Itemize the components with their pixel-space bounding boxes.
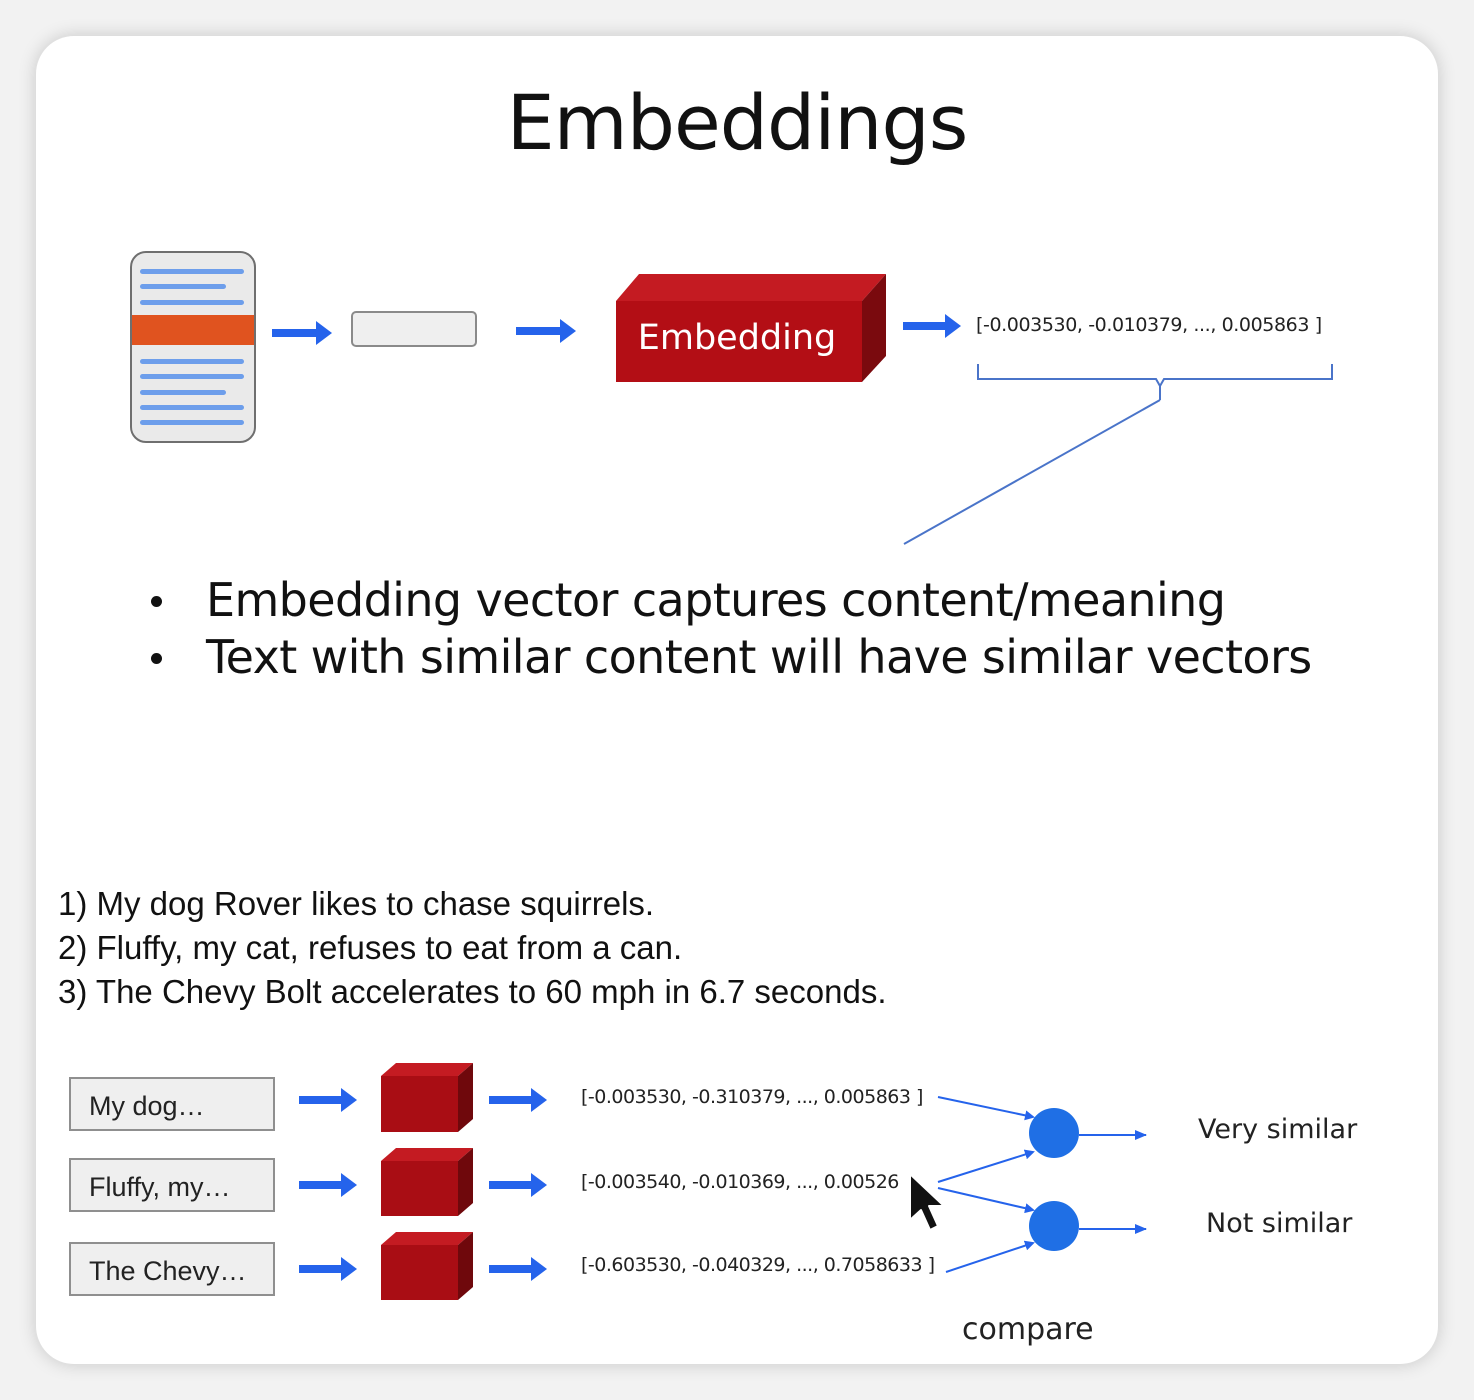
input-box-dog: My dog…	[69, 1077, 275, 1131]
input-box-fluffy: Fluffy, my…	[69, 1158, 275, 1212]
arrow-right-icon	[489, 1257, 547, 1281]
arrow-right-icon	[903, 314, 961, 338]
bullet-list: Embedding vector captures content/meanin…	[146, 572, 1312, 686]
compare-line	[937, 1096, 1035, 1121]
arrow-right-icon	[489, 1088, 547, 1112]
bullet-item: Embedding vector captures content/meanin…	[146, 572, 1312, 629]
slide-title: Embeddings	[506, 78, 969, 167]
arrow-right-icon	[272, 321, 332, 345]
text-chunk-box	[351, 311, 477, 347]
compare-node-icon	[1029, 1201, 1079, 1251]
result-not-similar: Not similar	[1206, 1208, 1353, 1239]
example-sentence: 2) Fluffy, my cat, refuses to eat from a…	[58, 929, 683, 966]
vector-text-2: [-0.003540, -0.010369, ..., 0.00526	[581, 1171, 899, 1193]
compare-line	[937, 1187, 1035, 1214]
vector-text-3: [-0.603530, -0.040329, ..., 0.7058633 ]	[581, 1254, 935, 1276]
mouse-cursor-icon	[909, 1173, 945, 1231]
arrow-right-icon	[516, 319, 576, 343]
arrow-right-icon	[299, 1173, 357, 1197]
example-sentence: 3) The Chevy Bolt accelerates to 60 mph …	[58, 973, 887, 1010]
example-sentences: 1) My dog Rover likes to chase squirrels…	[58, 882, 887, 1014]
highlighted-chunk	[132, 315, 254, 345]
result-very-similar: Very similar	[1198, 1114, 1358, 1145]
embedding-vector-text: [-0.003530, -0.010379, ..., 0.005863 ]	[976, 314, 1322, 336]
input-box-chevy: The Chevy…	[69, 1242, 275, 1296]
compare-line	[945, 1240, 1035, 1273]
vector-brace	[977, 364, 1333, 389]
arrow-right-icon	[299, 1257, 357, 1281]
embedding-model-label: Embedding	[637, 318, 837, 358]
arrow-right-icon	[299, 1088, 357, 1112]
brace-pointer-line	[903, 399, 1161, 545]
example-sentence: 1) My dog Rover likes to chase squirrels…	[58, 885, 655, 922]
compare-node-icon	[1029, 1108, 1079, 1158]
embedding-cube-icon	[381, 1063, 473, 1132]
bullet-item: Text with similar content will have simi…	[146, 629, 1312, 686]
slide: Embeddings	[36, 36, 1438, 1364]
document-icon	[130, 251, 256, 443]
arrow-right-icon	[489, 1173, 547, 1197]
vector-text-1: [-0.003530, -0.310379, ..., 0.005863 ]	[581, 1086, 923, 1108]
embedding-cube-icon	[381, 1148, 473, 1216]
compare-label: compare	[962, 1312, 1094, 1347]
diagram-graphics	[272, 274, 1333, 1300]
embedding-cube-icon	[381, 1232, 473, 1300]
embedding-box-icon	[616, 274, 886, 382]
compare-line	[937, 1149, 1035, 1183]
